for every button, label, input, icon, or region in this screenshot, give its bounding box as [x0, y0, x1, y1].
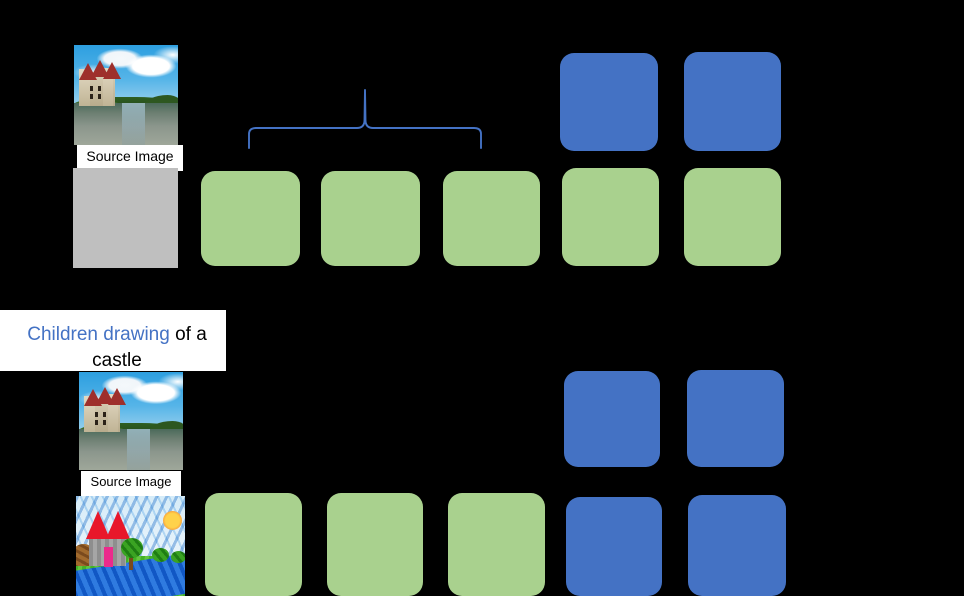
row2-child-drawing-thumbnail[interactable] [76, 496, 185, 596]
photo-castle-roof-right [107, 388, 126, 406]
photo-castle [83, 387, 126, 432]
row2-tile-3[interactable] [566, 497, 662, 596]
photo-castle [78, 60, 121, 106]
callout-highlight-text: Children drawing [27, 324, 170, 345]
row1-tile-0[interactable] [201, 171, 300, 266]
row2-top-tile-0[interactable] [564, 371, 660, 467]
drawing-bush-right [152, 548, 170, 562]
callout-rest-text: of a castle [92, 324, 207, 371]
row2-tile-1[interactable] [327, 493, 423, 596]
row1-tile-1[interactable] [321, 171, 420, 266]
photo-castle-window [90, 94, 94, 100]
row2-source-thumbnail[interactable] [79, 372, 183, 470]
row1-output-placeholder[interactable] [73, 168, 178, 268]
row2-tile-4[interactable] [688, 495, 786, 596]
drawing-tree-crown [120, 538, 143, 558]
row1-source-caption: Source Image [77, 145, 183, 171]
photo-castle-tower-right [107, 394, 119, 432]
row1-top-tile-0[interactable] [560, 53, 658, 151]
photo-castle-window [98, 85, 102, 91]
drawing-castle-roof-right [106, 511, 131, 540]
drawing-sun [162, 511, 182, 530]
photo-castle-tower-left [84, 395, 95, 432]
row1-brace [240, 86, 490, 152]
children-drawing-callout: Children drawing of a castle [0, 310, 226, 371]
row1-tile-4[interactable] [684, 168, 781, 266]
row1-tile-3[interactable] [562, 168, 659, 266]
photo-castle-window [98, 94, 102, 100]
row2-tile-0[interactable] [205, 493, 302, 596]
photo-castle-tower-right [102, 67, 114, 106]
row2-tile-2[interactable] [448, 493, 545, 596]
drawing-castle-door [103, 547, 113, 568]
row1-tile-2[interactable] [443, 171, 540, 266]
row2-source-caption: Source Image [81, 471, 181, 496]
photo-castle-window [103, 411, 107, 417]
brace-icon [248, 89, 482, 149]
drawing-tree-trunk [129, 552, 134, 570]
row1-source-thumbnail[interactable] [74, 45, 178, 145]
photo-castle-roof-right [102, 61, 121, 79]
photo-castle-window [95, 411, 99, 417]
photo-river [79, 428, 183, 470]
drawing-bush-far-right [170, 551, 185, 563]
photo-castle-window [90, 85, 94, 91]
row1-top-tile-1[interactable] [684, 52, 781, 151]
drawing-castle [86, 511, 131, 568]
photo-castle-window [95, 420, 99, 426]
photo-castle-window [103, 420, 107, 426]
row2-top-tile-1[interactable] [687, 370, 784, 467]
photo-river [74, 103, 178, 145]
photo-castle-tower-left [79, 69, 90, 106]
